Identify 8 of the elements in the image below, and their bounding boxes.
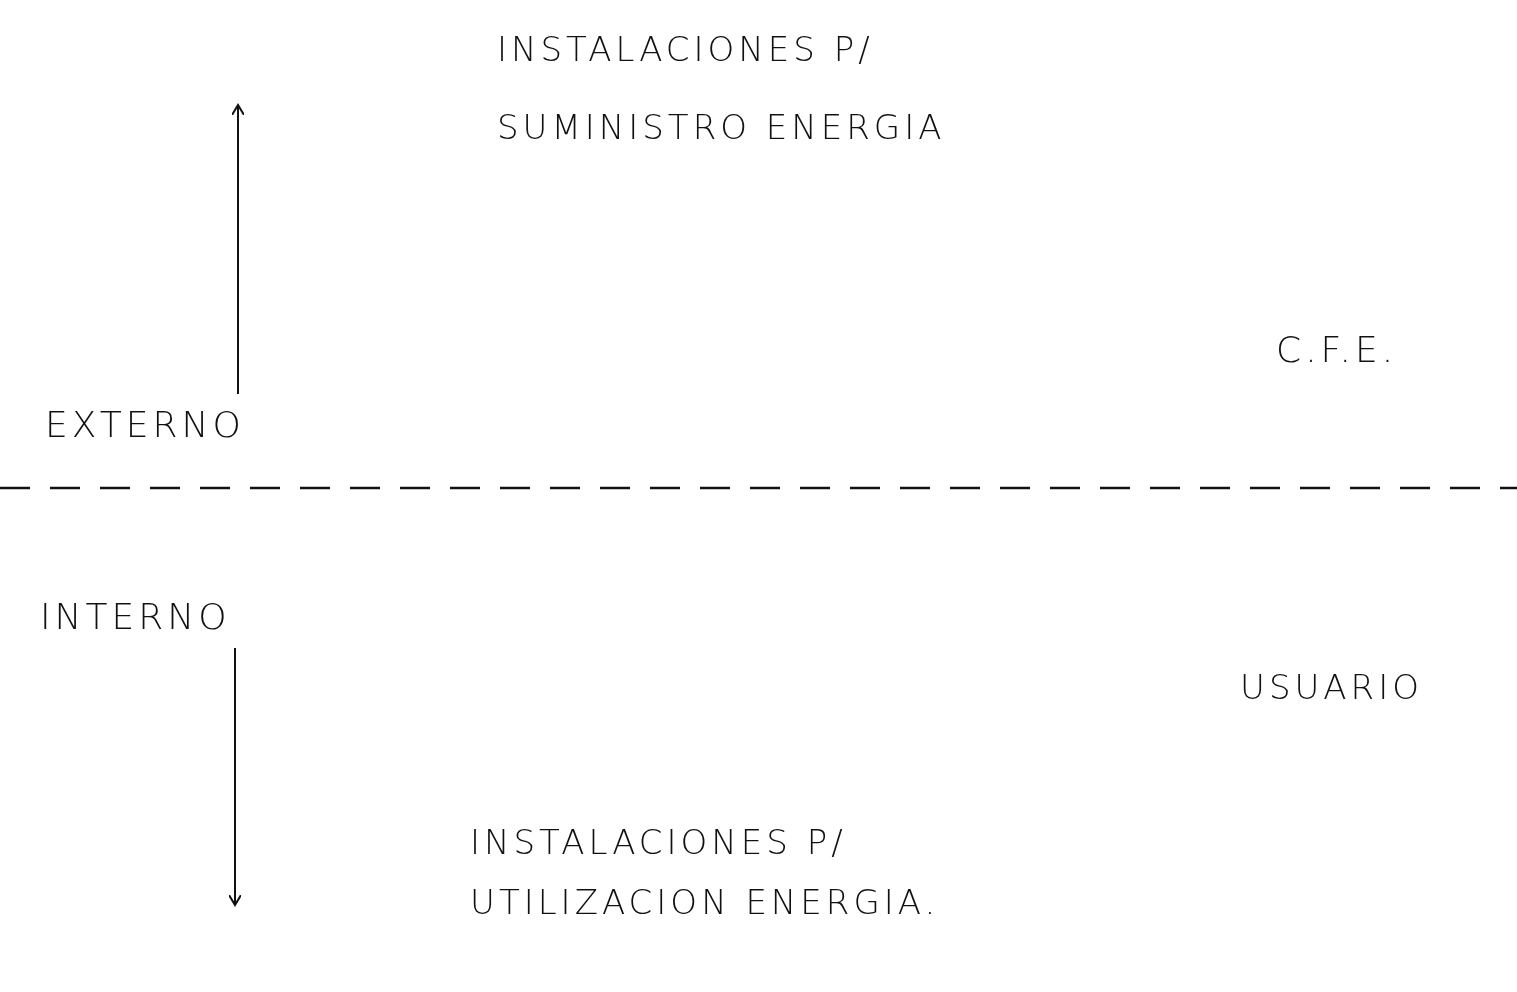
text-label: INTERNO bbox=[40, 592, 360, 642]
text-label: C.F.E. bbox=[1276, 325, 1476, 375]
arrow bbox=[231, 104, 245, 395]
text-label: USUARIO bbox=[1240, 662, 1510, 712]
text-label: INSTALACIONES P/ SUMINISTRO ENERGIA bbox=[497, 10, 1017, 166]
text-label: EXTERNO bbox=[45, 400, 365, 450]
text-label: INSTALACIONES P/ UTILIZACION ENERGIA. bbox=[470, 812, 1010, 932]
arrow bbox=[228, 647, 242, 906]
